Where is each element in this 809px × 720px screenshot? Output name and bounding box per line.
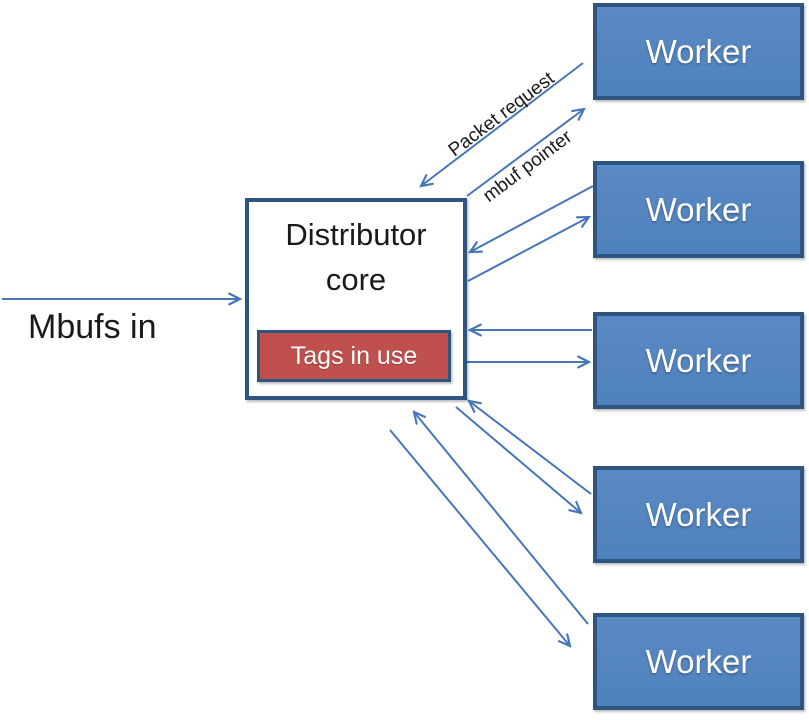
mbufs-in-label: Mbufs in (28, 308, 157, 346)
worker-box-4: Worker (593, 466, 804, 563)
distributor-label-line2: core (325, 262, 387, 297)
tags-in-use-box: Tags in use (257, 330, 451, 382)
arrow-packet-request (421, 62, 584, 186)
worker-5-label: Worker (645, 642, 752, 680)
arrow-distributor-to-worker5 (389, 429, 570, 646)
worker-box-3: Worker (593, 312, 804, 409)
arrow-worker2-to-distributor (470, 185, 594, 252)
worker-2-label: Worker (645, 190, 752, 228)
arrow-worker4-to-distributor (469, 401, 592, 495)
arrow-distributor-to-worker4 (455, 406, 581, 513)
worker-4-label: Worker (645, 495, 752, 533)
arrow-distributor-to-worker2 (467, 217, 589, 282)
arrow-worker5-to-distributor (414, 412, 589, 625)
distributor-label-line1: Distributor (285, 217, 427, 252)
worker-box-5: Worker (593, 613, 804, 710)
tags-in-use-label: Tags in use (290, 341, 418, 370)
arrow-mbuf-pointer (466, 109, 584, 197)
worker-1-label: Worker (645, 32, 752, 70)
worker-box-2: Worker (593, 161, 804, 258)
worker-box-1: Worker (593, 3, 804, 100)
worker-3-label: Worker (645, 341, 752, 379)
